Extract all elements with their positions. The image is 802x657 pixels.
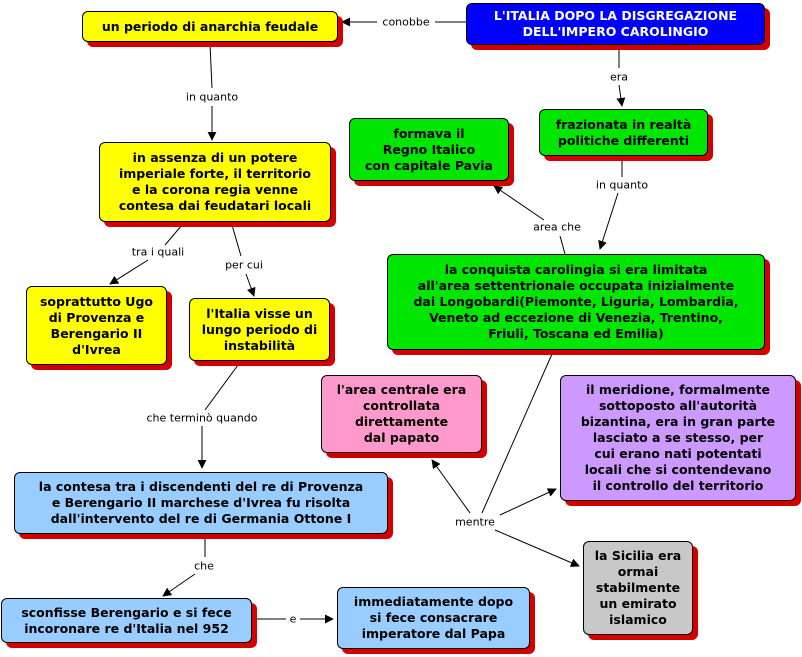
link-label-area-che: area che (531, 220, 583, 234)
node-meridione[interactable]: il meridione, formalmente sottoposto all… (560, 375, 796, 501)
link-label-era: era (607, 70, 631, 84)
link-assenza-traiquali (164, 224, 183, 246)
link-label-tra-i-quali: tra i quali (129, 245, 187, 259)
node-area-centrale[interactable]: l'area centrale era controllata direttam… (321, 375, 482, 453)
link-label-che: che (192, 559, 216, 573)
node-frazionata[interactable]: frazionata in realtà politiche different… (539, 109, 708, 156)
node-ugo-berengario[interactable]: soprattutto Ugo di Provenza e Berengario… (26, 286, 167, 365)
link-conquista-areache (559, 235, 566, 255)
link-label-e: e (287, 612, 299, 626)
link-che-sconfisse (162, 573, 196, 597)
node-sicilia[interactable]: la Sicilia era ormai stabilmente un emir… (583, 541, 693, 635)
node-assenza-potere[interactable]: in assenza di un potere imperiale forte,… (99, 142, 331, 222)
link-label-che-termino: che terminò quando (144, 411, 260, 425)
link-anarchia-inquanto (209, 43, 213, 89)
link-mentre-meridione (499, 488, 557, 516)
link-label-per-cui: per cui (223, 258, 265, 272)
node-sconfisse-berengario[interactable]: sconfisse Berengario e si fece incoronar… (1, 598, 252, 643)
node-instabilita[interactable]: l'Italia visse un lungo periodo di insta… (189, 298, 330, 361)
node-main-topic[interactable]: L'ITALIA DOPO LA DISGREGAZIONE DELL'IMPE… (466, 3, 765, 45)
link-percui-instabilita (245, 273, 256, 297)
link-label-mentre: mentre (453, 515, 497, 529)
link-label-conobbe: conobbe (380, 15, 432, 29)
node-imperatore-papa[interactable]: immediatamente dopo si fece consacrare i… (337, 587, 530, 649)
link-mentre-sicilia (494, 529, 580, 567)
link-assenza-percui (231, 224, 242, 257)
node-conquista-carolingia[interactable]: la conquista carolingia si era limitata … (387, 254, 765, 350)
link-label-in-quanto-1: in quanto (183, 90, 241, 104)
node-anarchia-feudale[interactable]: un periodo di anarchia feudale (82, 11, 338, 42)
node-contesa-ottone[interactable]: la contesa tra i discendenti del re di P… (14, 472, 388, 534)
link-inquanto-conquista (598, 192, 619, 250)
node-regno-italico[interactable]: formava il Regno Italico con capitale Pa… (349, 118, 509, 181)
link-mentre-areacentrale (431, 459, 471, 514)
link-label-in-quanto-2: in quanto (593, 178, 651, 192)
link-areache-regno (493, 185, 545, 221)
link-era-frazionata (616, 84, 626, 107)
link-instabilita-chetermino (204, 364, 239, 411)
link-conquista-mentre (481, 353, 553, 514)
link-traiquali-ugo (109, 259, 149, 285)
